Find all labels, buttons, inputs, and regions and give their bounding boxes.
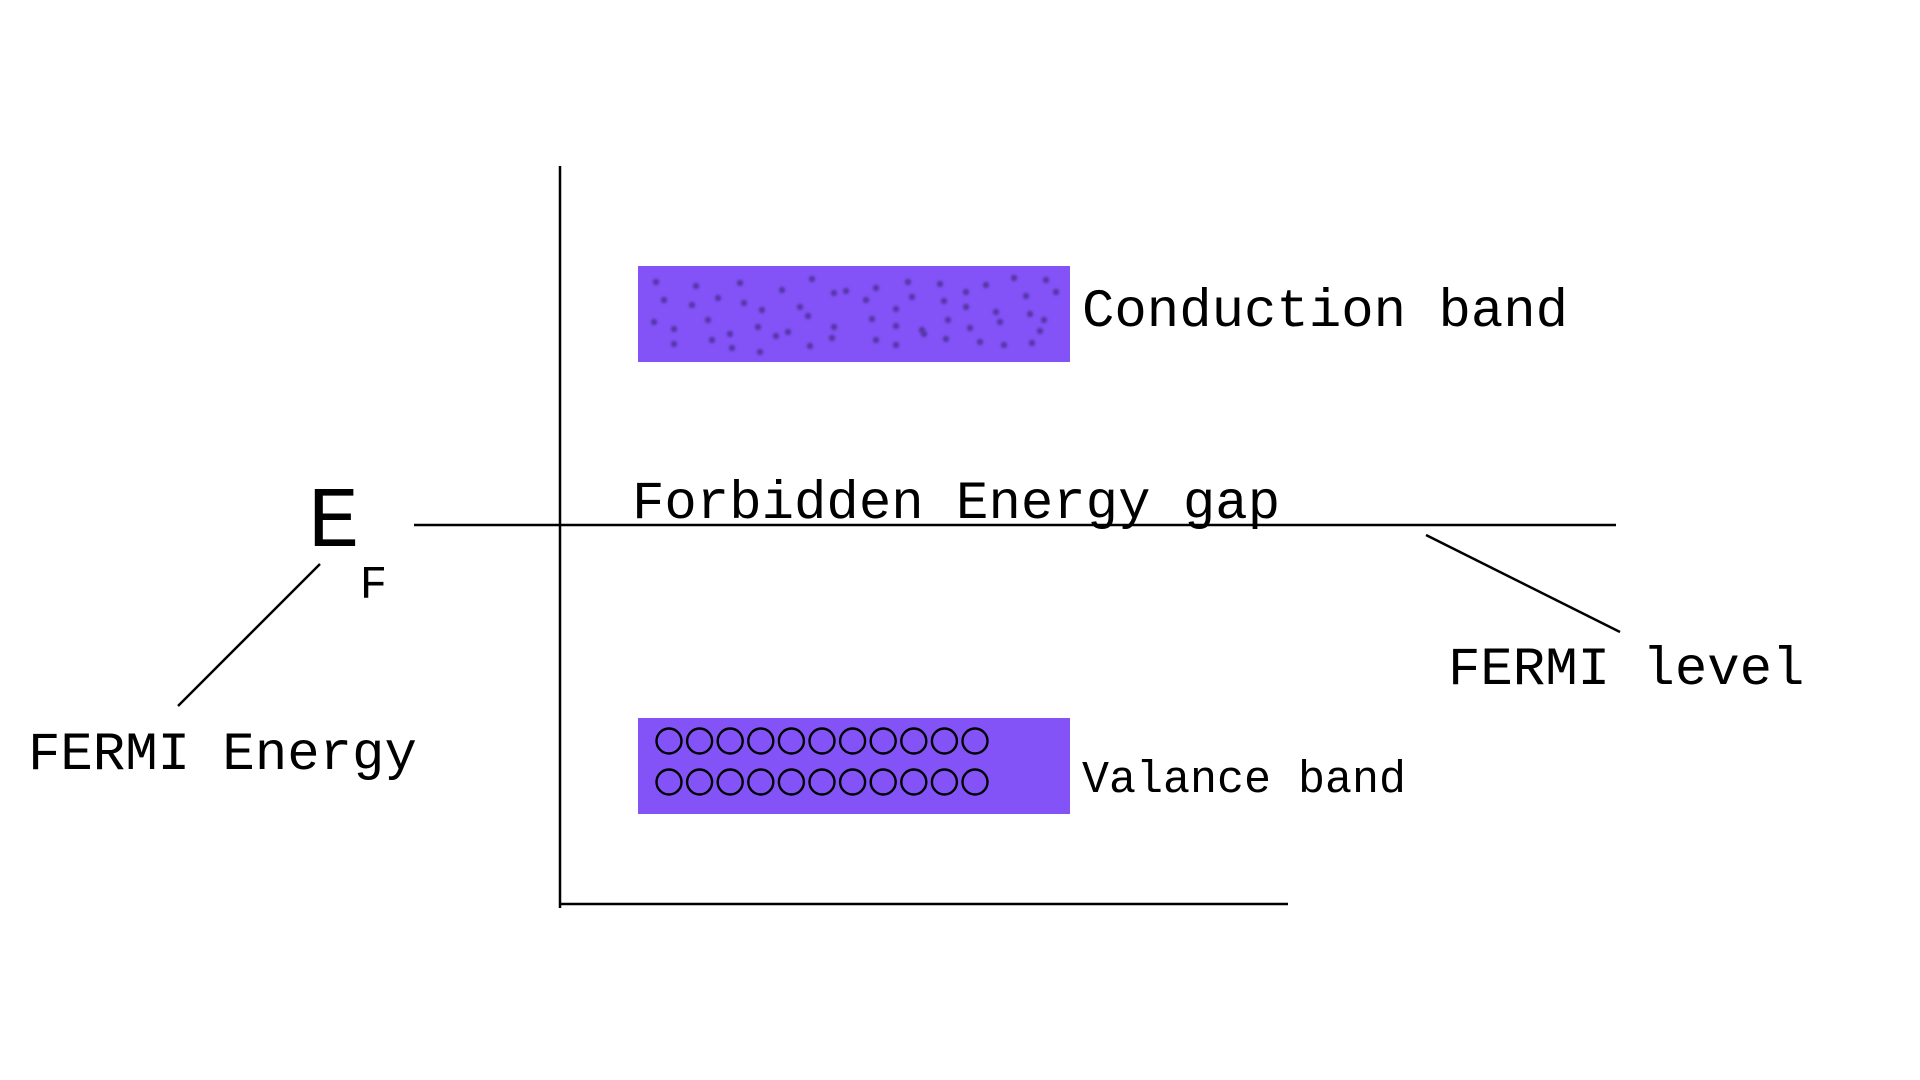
electron-dot xyxy=(892,305,900,313)
electron-dot xyxy=(976,338,984,346)
electron-dot xyxy=(1042,276,1050,284)
hole-circle xyxy=(716,727,744,755)
electron-dot xyxy=(670,340,678,348)
hole-circle xyxy=(900,727,928,755)
hole-circle xyxy=(838,768,867,796)
electron-dot xyxy=(652,278,660,286)
electron-dot xyxy=(704,316,712,324)
fermi-energy-pointer xyxy=(177,563,321,707)
electron-dot xyxy=(1022,292,1030,300)
electron-dot xyxy=(736,279,744,287)
electron-dot xyxy=(962,303,970,311)
electron-dot xyxy=(784,328,792,336)
electron-dot xyxy=(920,330,928,338)
electron-dot xyxy=(728,344,736,352)
electron-dot xyxy=(708,336,716,344)
hole-circle xyxy=(808,768,836,796)
hole-circle xyxy=(685,768,714,796)
electron-dot xyxy=(942,335,950,343)
electron-dot xyxy=(940,297,948,305)
hole-circle xyxy=(655,768,683,796)
fermi-level-pointer xyxy=(1425,533,1621,634)
electron-dot xyxy=(1026,310,1034,318)
hole-circle xyxy=(961,727,989,755)
valance-holes xyxy=(655,727,989,796)
hole-circle xyxy=(961,768,989,796)
hole-circle xyxy=(716,768,744,796)
electron-dot xyxy=(1036,327,1044,335)
hole-circle xyxy=(747,727,775,755)
hole-circle xyxy=(777,768,806,796)
electron-dot xyxy=(1052,288,1060,296)
hole-circle xyxy=(900,768,928,796)
electron-dot xyxy=(996,318,1004,326)
hole-circle xyxy=(869,727,897,755)
electron-dot xyxy=(726,330,734,338)
conduction-electrons xyxy=(650,274,1060,356)
electron-dot xyxy=(966,324,974,332)
valance-band-rect xyxy=(638,718,1070,814)
hole-circle xyxy=(747,768,775,796)
electron-dot xyxy=(754,323,762,331)
electron-dot xyxy=(1040,316,1048,324)
electron-dot xyxy=(1000,341,1008,349)
electron-dot xyxy=(904,278,912,286)
electron-dot xyxy=(714,294,722,302)
electron-dot xyxy=(808,275,816,283)
fermi-energy-symbol-subscript: F xyxy=(359,560,388,612)
electron-dot xyxy=(740,299,748,307)
electron-dot xyxy=(692,282,700,290)
hole-circle xyxy=(869,768,897,796)
fermi-energy-symbol: EF xyxy=(308,480,387,609)
electron-dot xyxy=(962,288,970,296)
hole-circle xyxy=(930,727,959,755)
electron-dot xyxy=(756,348,764,356)
electron-dot xyxy=(806,342,814,350)
electron-dot xyxy=(982,281,990,289)
hole-circle xyxy=(930,768,959,796)
electron-dot xyxy=(796,303,804,311)
electron-dot xyxy=(868,315,876,323)
electron-dot xyxy=(778,286,786,294)
electron-dot xyxy=(872,284,880,292)
hole-circle xyxy=(655,727,683,755)
electron-dot xyxy=(772,332,780,340)
hole-circle xyxy=(838,727,867,755)
electron-dot xyxy=(758,306,766,314)
electron-dot xyxy=(908,293,916,301)
fermi-energy-symbol-main: E xyxy=(308,474,360,572)
electron-dot xyxy=(944,316,952,324)
electron-dot xyxy=(936,280,944,288)
electron-dot xyxy=(992,308,1000,316)
electron-dot xyxy=(892,341,900,349)
electron-dot xyxy=(650,318,658,326)
electron-dot xyxy=(660,296,668,304)
electron-dot xyxy=(830,323,838,331)
electron-dot xyxy=(828,334,836,342)
hole-circle xyxy=(777,727,806,755)
valance-band-label: Valance band xyxy=(1082,755,1407,806)
electron-dot xyxy=(804,312,812,320)
hole-circle xyxy=(685,727,714,755)
fermi-level-label: FERMI level xyxy=(1448,640,1805,701)
electron-dot xyxy=(842,287,850,295)
electron-dot xyxy=(1028,339,1036,347)
electron-dot xyxy=(830,289,838,297)
electron-dot xyxy=(688,301,696,309)
fermi-energy-label: FERMI Energy xyxy=(28,725,417,786)
forbidden-gap-label: Forbidden Energy gap xyxy=(632,474,1281,535)
conduction-band-label: Conduction band xyxy=(1082,282,1569,343)
electron-dot xyxy=(1010,274,1018,282)
electron-dot xyxy=(892,322,900,330)
hole-circle xyxy=(808,727,836,755)
electron-dot xyxy=(862,296,870,304)
electron-dot xyxy=(872,336,880,344)
electron-dot xyxy=(670,325,678,333)
